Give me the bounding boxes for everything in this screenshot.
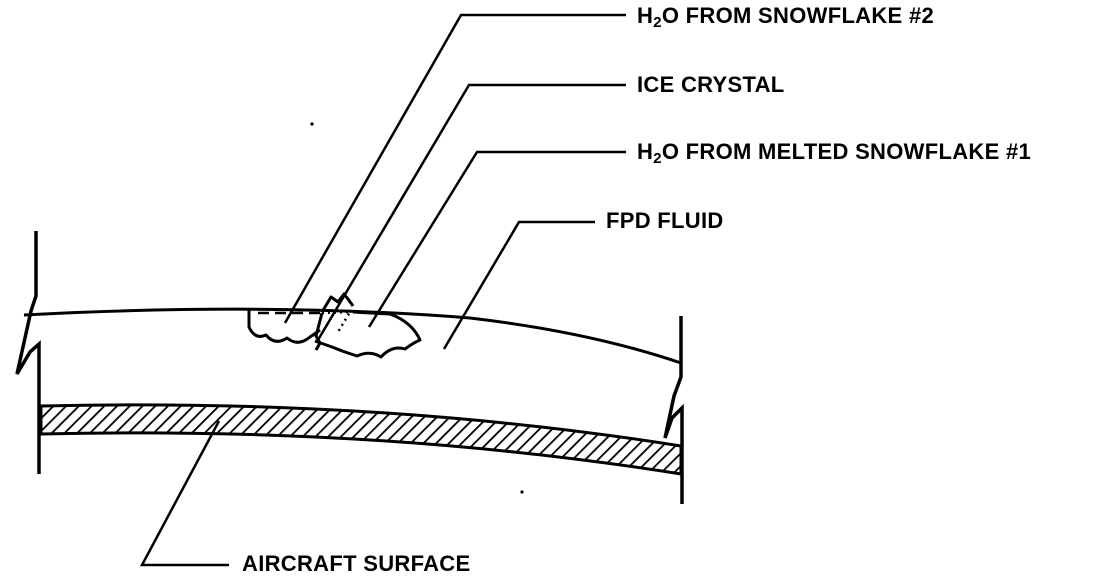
snowflake-1-water-blob — [314, 310, 422, 359]
speck — [310, 122, 314, 126]
right-break-edge — [663, 316, 684, 504]
snowflake-2-water-blob — [247, 309, 321, 344]
label-ice-crystal: ICE CRYSTAL — [637, 72, 785, 97]
leader-snowflake-2 — [283, 13, 626, 324]
label-h2o-from-melted-snowflake-1: H2O FROM MELTED SNOWFLAKE #1 — [637, 139, 1032, 167]
fpd-fluid-surface-line — [23, 307, 682, 365]
leader-fpd-fluid — [442, 220, 595, 350]
label-aircraft-surface: AIRCRAFT SURFACE — [242, 551, 471, 576]
leader-melted-snowflake-1 — [367, 150, 626, 328]
speck — [520, 490, 524, 494]
aircraft-surface-plate — [39, 403, 683, 476]
leader-ice-crystal — [316, 83, 626, 341]
left-break-edge — [15, 231, 41, 474]
label-h2o-from-snowflake-2: H2O FROM SNOWFLAKE #2 — [637, 3, 935, 31]
ice-crystal-outline — [320, 292, 355, 313]
label-fpd-fluid: FPD FLUID — [606, 208, 724, 233]
crystal-dotted-boundary — [321, 310, 353, 333]
leader-aircraft-surface — [139, 420, 229, 567]
